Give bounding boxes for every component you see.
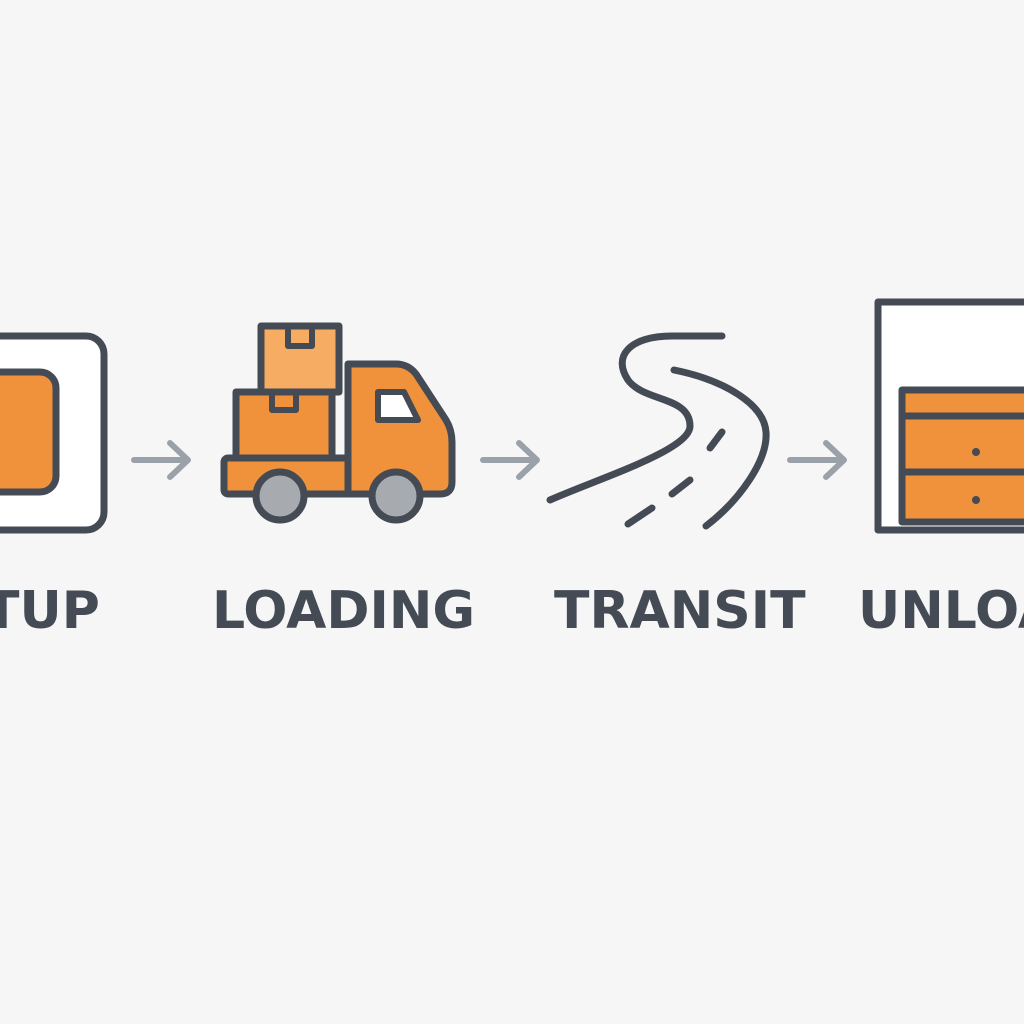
arrow-icon [787, 440, 847, 480]
step-label-unloading: UNLOA [858, 581, 1024, 641]
device-icon [0, 332, 108, 534]
road-icon [546, 332, 770, 530]
step-label-transit: TRANSIT [554, 581, 806, 641]
truck-icon [220, 322, 456, 524]
warehouse-icon [874, 298, 1024, 534]
step-label-setup: TUP [0, 581, 100, 641]
arrow-icon [480, 440, 540, 480]
step-label-loading: LOADING [212, 581, 476, 641]
arrow-icon [131, 440, 191, 480]
